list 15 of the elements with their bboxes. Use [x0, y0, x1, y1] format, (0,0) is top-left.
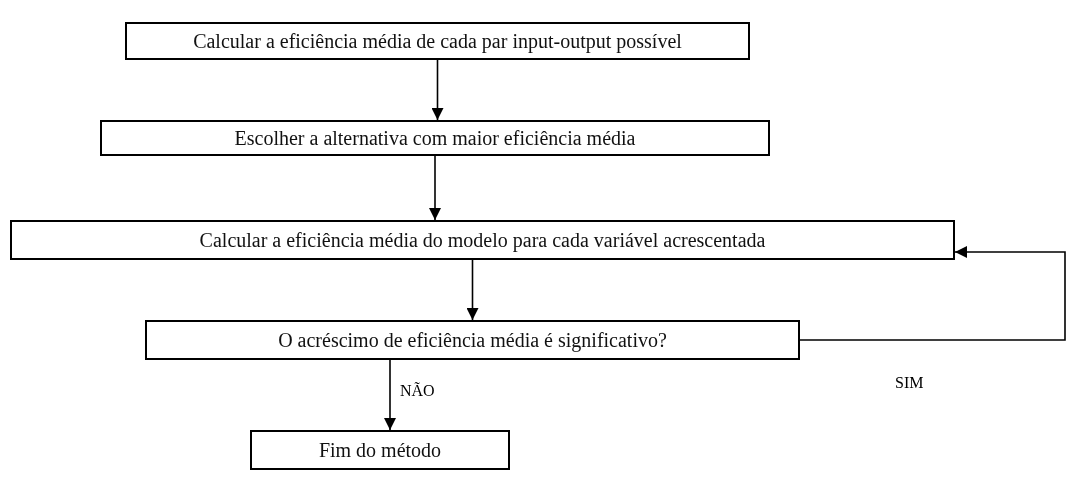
- arrow: [466, 259, 479, 321]
- box-text: Escolher a alternativa com maior eficiência média: [234, 126, 636, 150]
- arrow: [431, 59, 444, 121]
- box-text: O acréscimo de eficiência média é significativo?: [278, 328, 667, 352]
- arrow: [799, 246, 1066, 341]
- process-box: [145, 320, 800, 360]
- box-text: Fim do método: [318, 438, 442, 462]
- process-box: [10, 220, 955, 260]
- process-box: [250, 430, 510, 470]
- box-text: Calcular a eficiência média de cada par input-output possível: [193, 29, 682, 53]
- process-box: [100, 120, 770, 156]
- process-box: [125, 22, 750, 60]
- arrow: [384, 359, 396, 431]
- arrow: [429, 155, 441, 221]
- box-text: Calcular a eficiência média do modelo para cada variável acrescentada: [199, 228, 766, 252]
